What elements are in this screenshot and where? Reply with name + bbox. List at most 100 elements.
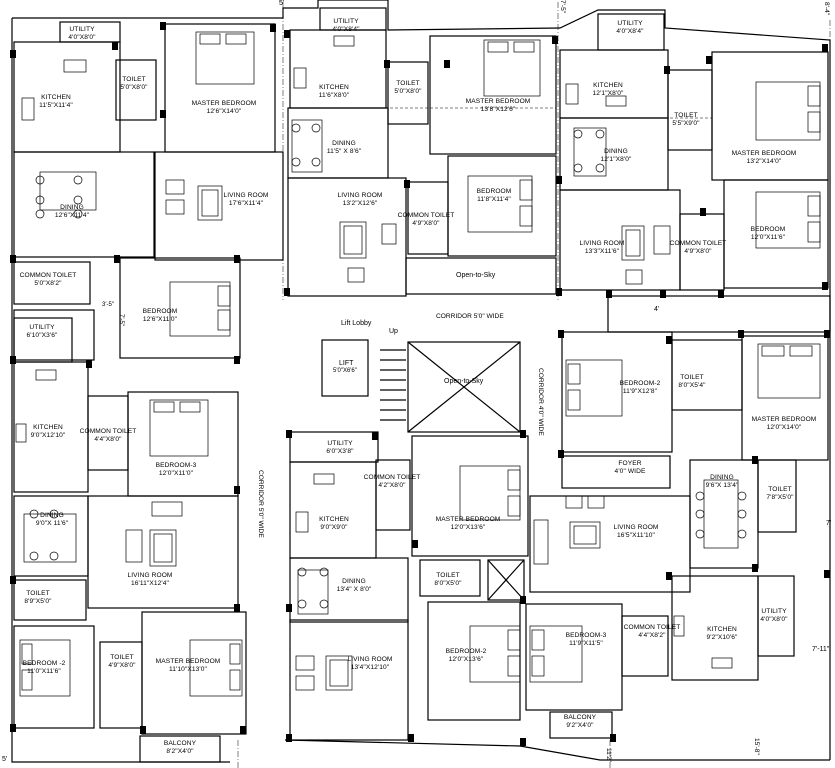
walls — [11, 0, 831, 763]
room-name: TOILET — [110, 654, 134, 661]
room-name: TOILET — [674, 112, 698, 119]
room-dimensions: 4'2"X8'0" — [378, 481, 406, 489]
beds — [19, 31, 821, 697]
room-dimensions: 11'9"X12'8" — [622, 387, 658, 395]
room-dimensions: 9'6"X 13'4" — [705, 481, 739, 489]
room-dimensions: 12'0"X11'0" — [158, 469, 194, 477]
room-name: KITCHEN — [707, 626, 737, 633]
room-name: BEDROOM — [476, 188, 512, 195]
room-name: COMMON TOILET — [669, 240, 727, 247]
columns — [10, 22, 830, 746]
room-name: TOILET — [396, 80, 420, 87]
room-dimensions: 11'0"X11'6" — [27, 667, 61, 675]
room-name: UTILITY — [29, 324, 55, 331]
dashed-lines — [14, 107, 712, 559]
room-name: TOILET — [26, 590, 50, 597]
room-name: BEDROOM — [750, 226, 786, 233]
room-name: LIVING ROOM — [579, 240, 625, 247]
stair-mark-1: 3'-5" — [102, 302, 114, 308]
room-name: BEDROOM-2 — [445, 648, 487, 655]
room-dimensions: 12'6"X14'0" — [206, 107, 242, 115]
corridor-right-label: CORRIDOR 4'0" WIDE — [537, 368, 544, 436]
edge-mark-top-right: 8'-4" — [823, 2, 830, 16]
room-name: COMMON TOILET — [19, 272, 77, 279]
room-dimensions: 4'0"X8'4" — [616, 27, 644, 35]
room-name: BEDROOM-2 — [619, 380, 661, 387]
room-dimensions: 7'8"X5'0" — [766, 493, 794, 501]
room-name: MASTER BEDROOM — [751, 416, 817, 423]
room-dimensions: 8'9"X5'0" — [24, 597, 52, 605]
room-name: TOILET — [768, 486, 792, 493]
room-name: BALCONY — [563, 714, 597, 721]
room-name: KITCHEN — [41, 94, 71, 101]
room-dimensions: 4'9"X8'0" — [412, 219, 440, 227]
room-name: COMMON TOILET — [623, 624, 681, 631]
room-name: BEDROOM-3 — [155, 462, 197, 469]
room-dimensions: 5'0"X8'0" — [120, 83, 148, 91]
room-dimensions: 5'5"X9'0" — [672, 119, 700, 127]
room-name: BEDROOM — [142, 308, 178, 315]
room-dimensions: 12'6"X11'4" — [54, 211, 90, 219]
room-dimensions: 13'2"X14'0" — [746, 157, 782, 165]
edge-mark-right-upper: 4' — [654, 306, 660, 313]
room-name: MASTER BEDROOM — [435, 516, 501, 523]
edge-mark-right-mid: 7' — [826, 520, 832, 527]
room-name: DINING — [332, 140, 356, 147]
room-dimensions: 12'1"X8'0" — [592, 89, 624, 97]
room-dimensions: 13'4"X12'10" — [350, 663, 390, 671]
edge-mark-top-left: 5' — [279, 0, 285, 7]
room-dimensions: 4'0"X8'0" — [760, 615, 788, 623]
open-to-sky-core-label: Open-to-Sky — [444, 378, 484, 385]
room-dimensions: 9'0"X12'10" — [30, 431, 66, 439]
room-dimensions: 12'6"X11'0" — [142, 315, 178, 323]
room-dimensions: 16'5"X11'10" — [617, 531, 655, 539]
lift-label: LIFT — [339, 360, 354, 367]
room-dimensions: 11'10"X13'0" — [169, 665, 207, 673]
room-dimensions: 4'9"X8'0" — [684, 247, 712, 255]
room-dimensions: 5'0"X8'0" — [394, 87, 422, 95]
room-name: TOILET — [436, 572, 460, 579]
room-dimensions: 8'2"X4'0" — [166, 747, 194, 755]
room-name: MASTER BEDROOM — [155, 658, 221, 665]
room-dimensions: 12'1"X8'0" — [600, 155, 632, 163]
edge-mark-top-mid: 7'-5" — [559, 0, 566, 14]
room-name: UTILITY — [333, 18, 359, 25]
corridor-left-label: CORRIDOR 5'0" WIDE — [257, 470, 264, 538]
room-dimensions: 6'0"X3'8" — [326, 447, 354, 455]
